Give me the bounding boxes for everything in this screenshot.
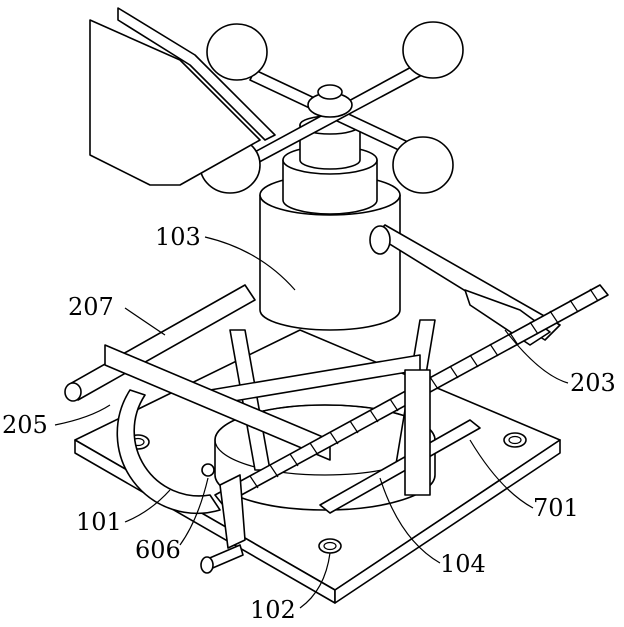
crank-handle — [200, 474, 246, 574]
rod — [64, 284, 256, 402]
leader-lines — [54, 236, 569, 609]
slider-block — [404, 369, 431, 496]
label-606: 606 — [135, 536, 181, 564]
arc-gear — [116, 389, 221, 515]
wind-vane — [89, 7, 276, 186]
label-104: 104 — [440, 550, 486, 578]
bracket-frame — [104, 344, 331, 461]
pointer-ball — [201, 463, 215, 477]
label-103: 103 — [155, 223, 201, 251]
label-205: 205 — [2, 411, 48, 439]
label-101: 101 — [76, 508, 122, 536]
label-203: 203 — [570, 369, 616, 397]
anemometer — [199, 21, 464, 194]
label-207: 207 — [68, 293, 114, 321]
label-102: 102 — [250, 596, 296, 624]
label-701: 701 — [533, 494, 579, 522]
